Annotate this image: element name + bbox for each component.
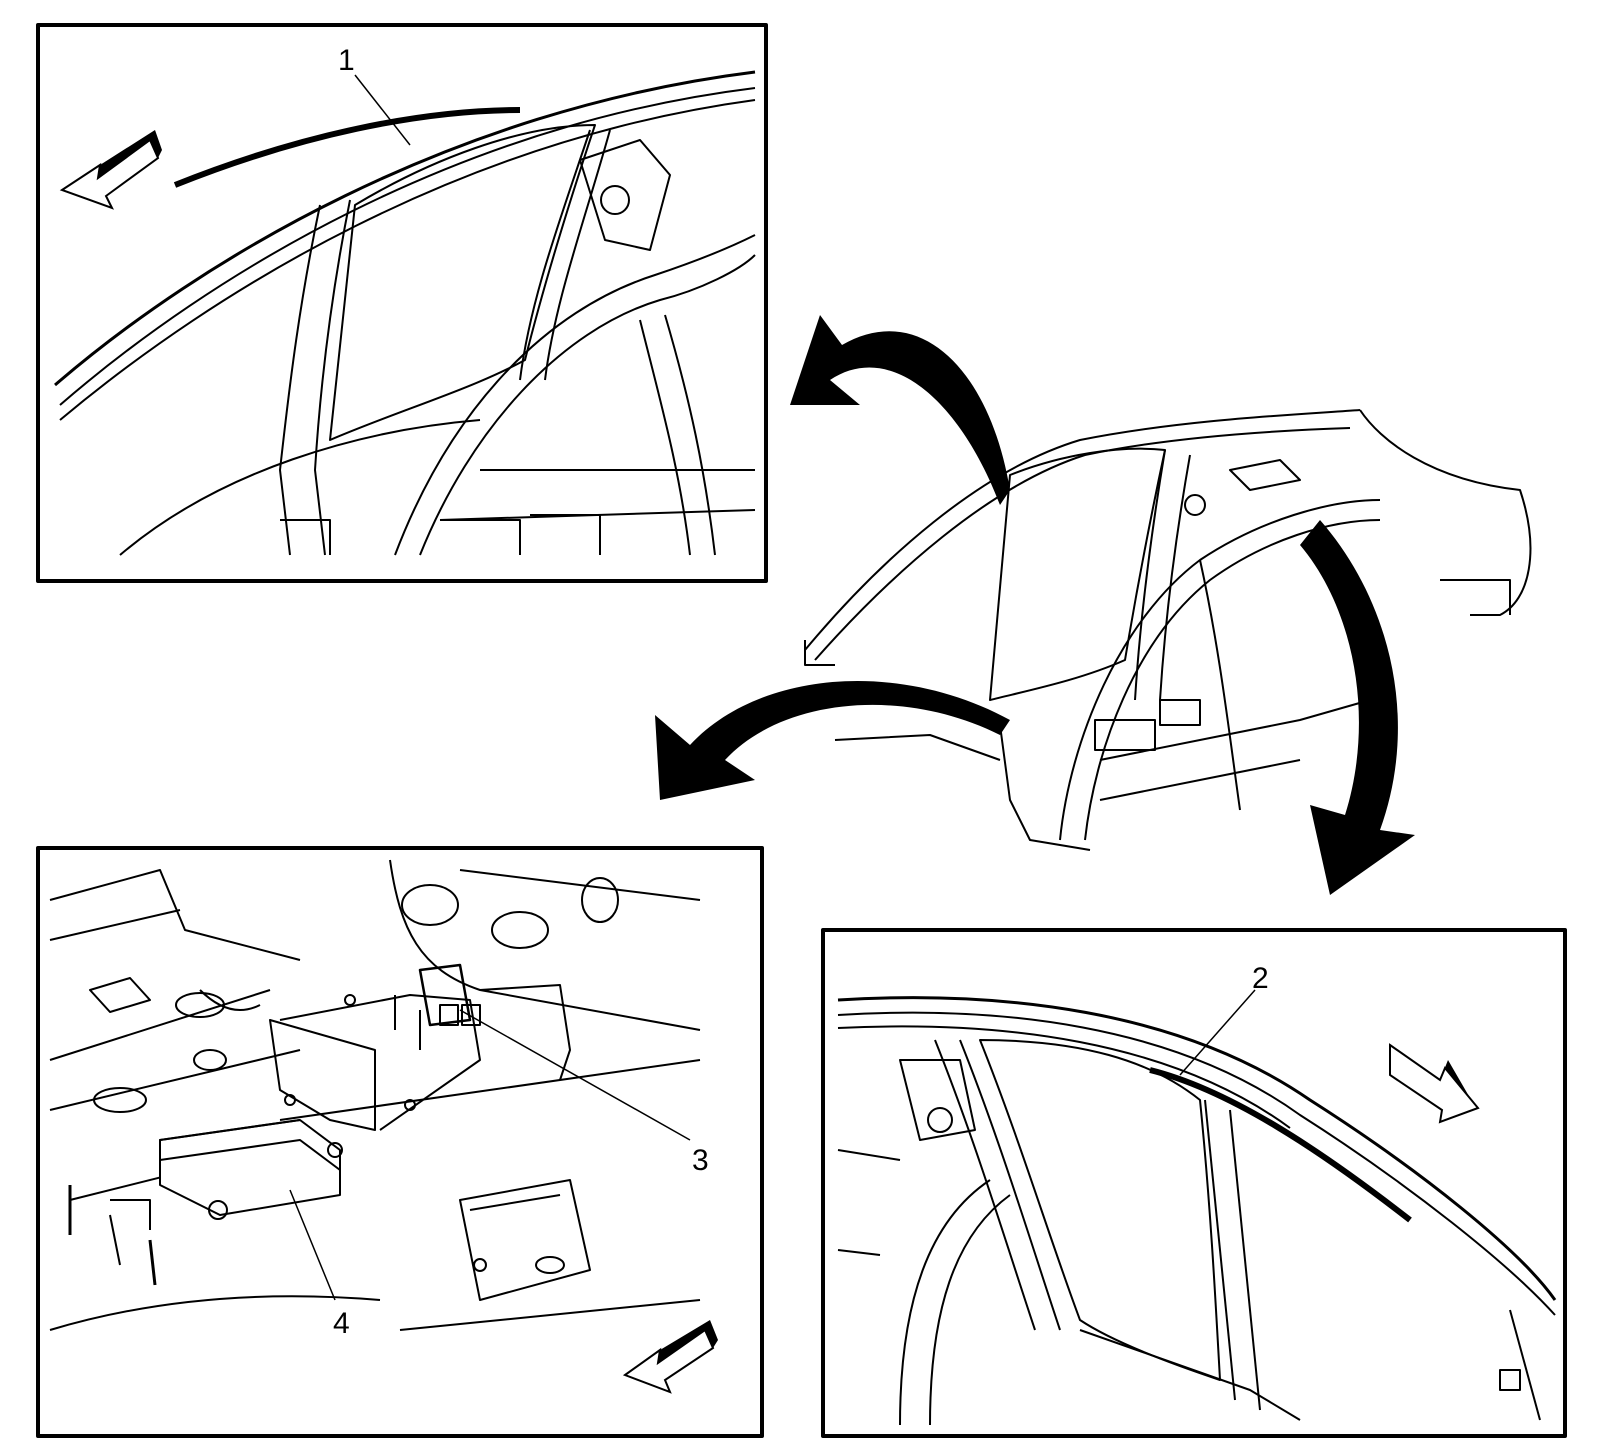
detail-panel-roof-rail-left bbox=[36, 23, 768, 583]
callout-1-label: 1 bbox=[338, 44, 355, 77]
curved-arrow-icon bbox=[655, 315, 1415, 895]
callout-2-label: 2 bbox=[1252, 962, 1269, 995]
detail-panel-roof-rail-right bbox=[821, 928, 1567, 1438]
callout-4-label: 4 bbox=[333, 1307, 350, 1340]
direction-arrow-icon bbox=[59, 130, 162, 210]
direction-arrow-icon bbox=[1389, 1043, 1480, 1124]
detail-panel-frame bbox=[36, 23, 768, 583]
callout-3-label: 3 bbox=[692, 1144, 709, 1177]
detail-panel-frame bbox=[36, 846, 764, 1438]
vehicle-body-overview bbox=[804, 409, 1532, 851]
direction-arrow-icon bbox=[622, 1320, 718, 1394]
detail-panel-frame bbox=[821, 928, 1567, 1438]
detail-panel-floor-modules bbox=[36, 846, 764, 1438]
